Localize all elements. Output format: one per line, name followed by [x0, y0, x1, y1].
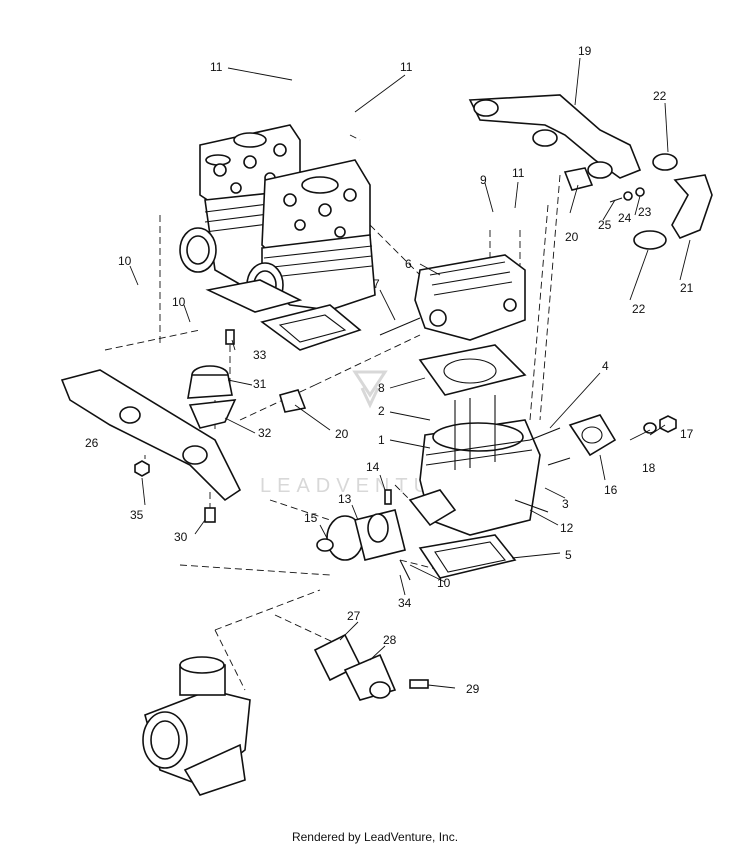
callout-10: 10 [437, 576, 451, 590]
exhaust-coupler [671, 174, 713, 239]
callout-22: 22 [632, 302, 646, 316]
callout-27: 27 [347, 609, 361, 623]
cylinder-base-gasket [418, 534, 517, 579]
callout-5: 5 [565, 548, 572, 562]
callout-8: 8 [378, 381, 385, 395]
callout-labels: 11 11 19 22 9 11 10 10 33 7 6 8 2 1 4 31… [85, 44, 694, 696]
callout-16: 16 [604, 483, 618, 497]
leader-lines [129, 57, 691, 689]
assembly-guide-lines [104, 134, 561, 691]
head-gasket [418, 344, 527, 396]
callout-15: 15 [304, 511, 318, 525]
callout-11: 11 [210, 60, 223, 74]
callout-19: 19 [578, 44, 592, 58]
callout-22: 22 [653, 89, 667, 103]
carburetor-boot [316, 489, 406, 561]
callout-30: 30 [174, 530, 188, 544]
callout-26: 26 [85, 436, 99, 450]
callout-33: 33 [253, 348, 267, 362]
manifold-gasket [279, 167, 594, 413]
callout-20: 20 [565, 230, 579, 244]
cylinder-head [414, 254, 526, 341]
hose-clamps [633, 153, 678, 250]
callout-20: 20 [335, 427, 349, 441]
callout-18: 18 [642, 461, 656, 475]
callout-21: 21 [680, 281, 694, 295]
watermark: LEADVENTURE [260, 370, 474, 497]
callout-13: 13 [338, 492, 352, 506]
coolant-outlet [313, 633, 429, 701]
callout-25: 25 [598, 218, 612, 232]
render-credit: Rendered by LeadVenture, Inc. [291, 830, 459, 844]
intake-boot [187, 365, 237, 429]
callout-11: 11 [400, 60, 413, 74]
callout-10: 10 [172, 295, 186, 309]
callout-12: 12 [560, 521, 574, 535]
callout-24: 24 [618, 211, 632, 225]
misc-fasteners [134, 329, 235, 523]
callout-29: 29 [466, 682, 480, 696]
callout-1: 1 [378, 433, 385, 447]
callout-17: 17 [680, 427, 694, 441]
exhaust-manifold [468, 94, 642, 179]
base-gaskets [205, 279, 362, 351]
carburetor [142, 656, 251, 796]
callout-4: 4 [602, 359, 609, 373]
callout-11: 11 [512, 166, 525, 180]
callout-23: 23 [638, 205, 652, 219]
watermark-text: LEADVENTURE [260, 475, 474, 497]
callout-2: 2 [378, 404, 385, 418]
callout-35: 35 [130, 508, 144, 522]
callout-3: 3 [562, 497, 569, 511]
callout-34: 34 [398, 596, 412, 610]
callout-10: 10 [118, 254, 132, 268]
intake-manifold [60, 369, 242, 502]
callout-32: 32 [258, 426, 272, 440]
exhaust-gasket [568, 414, 617, 457]
callout-7: 7 [373, 277, 380, 291]
callout-28: 28 [383, 633, 397, 647]
callout-31: 31 [253, 377, 267, 391]
callout-9: 9 [480, 173, 487, 187]
callout-14: 14 [366, 460, 380, 474]
studs [379, 317, 571, 581]
callout-6: 6 [405, 257, 412, 271]
cylinder [408, 395, 541, 536]
